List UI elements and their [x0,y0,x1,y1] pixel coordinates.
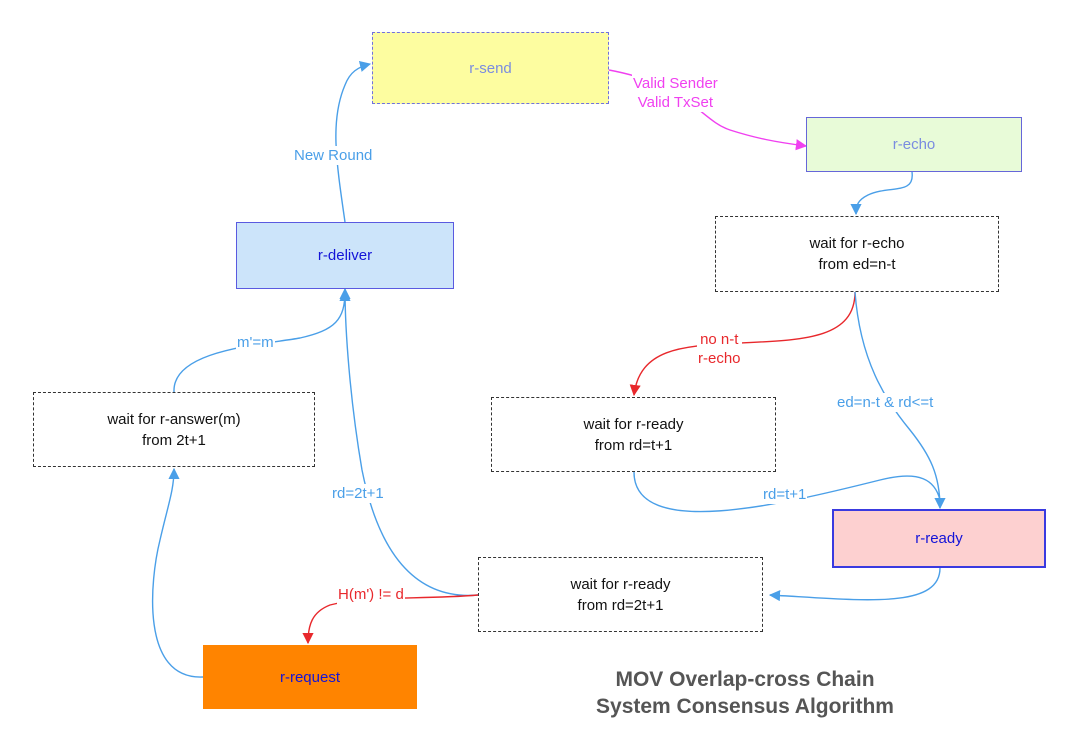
node-r-echo: r-echo [806,117,1022,172]
node-wait-answer-line1: wait for r-answer(m) [107,410,241,428]
edge-rd-t1 [633,471,941,513]
edge-ready-wait [768,567,941,602]
edge-m-eq [173,289,351,393]
edge-label-rd-2t1: rd=2t+1 [331,484,385,503]
edge-label-hash-neq: H(m') != d [337,585,405,604]
node-wait-echo-line1: wait for r-echo [809,235,905,252]
edge-request-answer [151,467,204,678]
node-r-request: r-request [203,645,417,709]
edge-label-new-round: New Round [293,146,374,165]
diagram-title: MOV Overlap-cross Chain System Consensus… [565,666,925,720]
node-wait-echo: wait for r-echo from ed=n-t [715,216,999,292]
edge-label-no-nt-line2: r-echo [698,350,741,367]
edge-label-no-nt: no n-t r-echo [697,330,742,368]
edge-rd-2t1 [339,287,479,597]
edge-label-ed-rd: ed=n-t & rd<=t [836,393,935,412]
diagram-title-line2: System Consensus Algorithm [596,695,894,718]
node-wait-ready-t1: wait for r-ready from rd=t+1 [491,397,776,472]
edge-label-m-eq: m'=m [236,333,275,352]
node-r-send-label: r-send [469,59,512,77]
node-r-deliver: r-deliver [236,222,454,289]
node-r-send: r-send [372,32,609,104]
node-wait-ready-2t1-line1: wait for r-ready [570,575,671,593]
node-r-deliver-label: r-deliver [317,247,373,264]
edge-label-valid-line2: Valid TxSet [637,94,714,111]
node-r-echo-label: r-echo [892,136,936,153]
node-wait-ready-2t1: wait for r-ready from rd=2t+1 [478,557,763,632]
edge-no-nt [629,291,856,397]
edge-echo-wait [850,171,913,216]
edge-label-valid-line1: Valid Sender [633,75,718,92]
node-wait-ready-t1-line1: wait for r-ready [583,415,684,433]
node-wait-answer: wait for r-answer(m) from 2t+1 [33,392,315,467]
node-r-request-label: r-request [279,668,341,686]
edge-label-no-nt-line1: no n-t [700,331,739,348]
edge-label-rd-t1: rd=t+1 [762,485,808,504]
node-wait-ready-t1-line2: from rd=t+1 [594,436,673,454]
node-r-ready-label: r-ready [915,530,963,547]
node-wait-echo-line2: from ed=n-t [818,256,896,273]
edge-label-valid: Valid Sender Valid TxSet [632,74,719,112]
edge-new-round [335,61,372,223]
node-wait-ready-2t1-line2: from rd=2t+1 [577,596,664,614]
node-wait-answer-line2: from 2t+1 [142,431,206,449]
node-r-ready: r-ready [832,509,1046,568]
edge-ed-rd [854,291,946,510]
diagram-title-line1: MOV Overlap-cross Chain [615,668,875,691]
